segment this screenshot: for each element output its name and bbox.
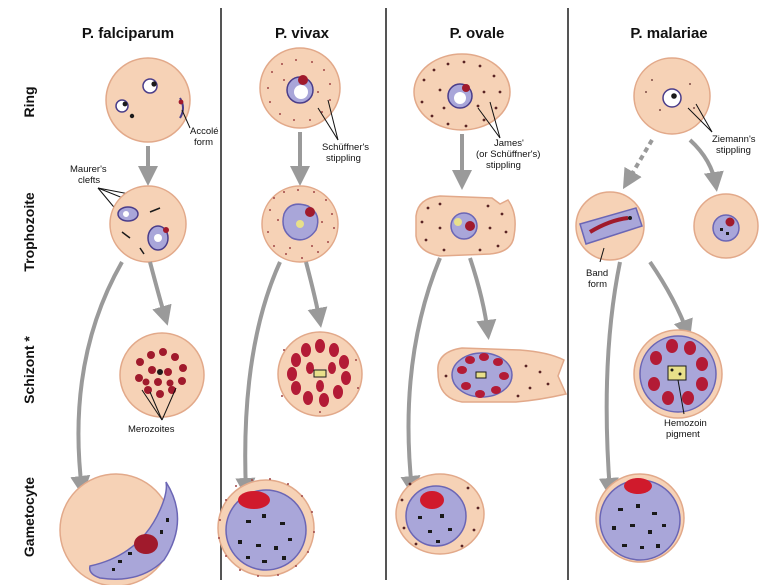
- label-accole-1: Accolé: [190, 126, 219, 137]
- malariae-schizont-cell: [634, 330, 722, 418]
- label-schuffner-1: Schüffner's: [322, 142, 369, 153]
- label-band-1: Band: [586, 268, 608, 279]
- arrow-vivax-to-gametocyte: [245, 262, 280, 492]
- arrow-malariae-solid: [690, 140, 716, 186]
- falciparum-trophozoite-cell: [110, 186, 186, 262]
- label-james-3: stippling: [486, 160, 521, 171]
- arrow-malariae-to-gametocyte: [607, 262, 620, 492]
- label-band-2: form: [588, 279, 607, 290]
- malariae-trophozoite-cell: [694, 194, 758, 258]
- label-hemozoin-1: Hemozoin: [664, 418, 707, 429]
- falciparum-schizont-cell: [120, 333, 204, 417]
- header-falciparum: P. falciparum: [82, 25, 174, 42]
- malariae-ring-cell: [634, 58, 710, 134]
- label-accole-2: form: [194, 137, 213, 148]
- label-schuffner-2: stippling: [326, 153, 361, 164]
- row-label-ring: Ring: [21, 86, 37, 117]
- vivax-ring-cell: [260, 48, 340, 128]
- row-label-schizont: Schizont *: [21, 336, 37, 404]
- malariae-gametocyte-cell: [596, 474, 684, 562]
- falciparum-gametocyte-cell: [60, 474, 178, 585]
- header-malariae: P. malariae: [630, 25, 707, 42]
- arrow-falciparum-to-schizont: [150, 262, 166, 320]
- label-james-1: James': [494, 138, 524, 149]
- vivax-trophozoite-cell: [262, 186, 338, 262]
- falciparum-ring-cell: [106, 58, 190, 142]
- ovale-schizont-cell: [438, 348, 566, 402]
- header-vivax: P. vivax: [275, 25, 330, 42]
- label-hemozoin-2: pigment: [666, 429, 700, 440]
- arrow-vivax-to-schizont: [306, 262, 320, 322]
- header-ovale: P. ovale: [450, 25, 505, 42]
- row-label-gametocyte: Gametocyte: [21, 477, 37, 557]
- ovale-ring-cell: [414, 54, 510, 130]
- label-maurer-1: Maurer's: [70, 164, 107, 175]
- label-ziemann-2: stippling: [716, 145, 751, 156]
- ovale-gametocyte-cell: [396, 474, 484, 554]
- malariae-band-form-cell: [576, 192, 644, 260]
- row-label-trophozoite: Trophozoite: [21, 192, 37, 272]
- arrow-ovale-to-gametocyte: [409, 258, 441, 490]
- label-ziemann-1: Ziemann's: [712, 134, 756, 145]
- arrow-malariae-to-schizont: [650, 262, 688, 334]
- label-james-2: (or Schüffner's): [476, 149, 540, 160]
- label-merozoites: Merozoites: [128, 424, 175, 435]
- arrow-ovale-to-schizont: [470, 258, 488, 334]
- vivax-schizont-cell: [278, 332, 362, 416]
- ovale-trophozoite-cell: [416, 196, 515, 256]
- arrow-falciparum-to-gametocyte: [78, 262, 122, 490]
- arrow-malariae-dashed: [626, 140, 652, 184]
- label-maurer-2: clefts: [78, 175, 100, 186]
- vivax-gametocyte-cell: [218, 478, 315, 577]
